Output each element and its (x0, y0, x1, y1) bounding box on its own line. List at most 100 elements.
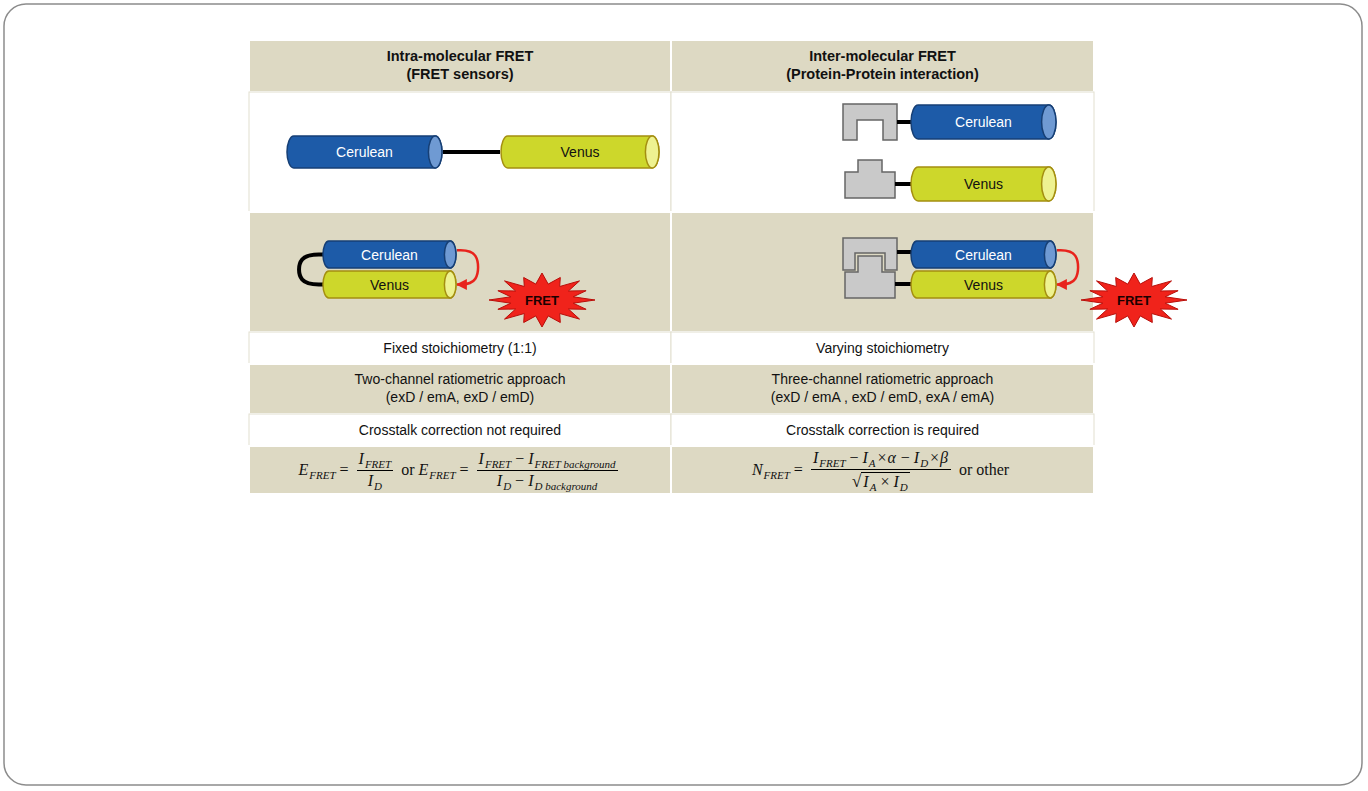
formula-subscript: FRET (309, 469, 335, 481)
fraction-bar (477, 470, 618, 471)
formula: EFRET=IFRETIDorEFRET=IFRET−IFRET backgro… (249, 446, 671, 494)
formula-symbol: I (914, 450, 919, 466)
cylinder-body (911, 167, 1056, 201)
linker (895, 282, 911, 286)
formula-term: EFRET (298, 461, 335, 479)
fraction-bar (811, 469, 951, 470)
fret-arrow (1057, 250, 1078, 284)
venus-cylinder: Venus (322, 270, 457, 299)
protein-name: Venus (370, 277, 409, 293)
table-cell (671, 414, 1094, 446)
formula-term: EFRET (419, 461, 456, 479)
fret-starburst: FRET (488, 272, 596, 328)
table-cell (671, 92, 1094, 212)
fret-label: FRET (525, 293, 559, 308)
linker (897, 250, 911, 254)
cylinder-cap (1044, 271, 1056, 298)
formula-operator: − (850, 450, 859, 466)
formula-root: √IA×ID (852, 472, 910, 491)
formula-symbol: I (497, 473, 502, 489)
linker (299, 255, 323, 285)
formula-fraction: IFRETID (357, 451, 394, 490)
fret-arrow (457, 250, 478, 284)
formula-symbol: I (863, 450, 868, 466)
formula-subscript: D (900, 479, 908, 495)
formula-symbol: N (752, 461, 763, 479)
formula-term: IFRET (813, 450, 846, 467)
table-cell (671, 364, 1094, 414)
formula-symbol: I (813, 450, 818, 466)
table-cell (249, 332, 671, 364)
formula-fraction: IFRET−IA×α−ID×β√IA×ID (811, 450, 951, 491)
table-cell-text: Crosstalk correction is required (671, 422, 1094, 439)
formula-term: ID (497, 473, 511, 490)
linker (897, 120, 911, 124)
protein-name: Cerulean (336, 144, 393, 160)
column-subheading: (Protein-Protein interaction) (671, 66, 1094, 83)
table-cell (249, 414, 671, 446)
table-cell (671, 332, 1094, 364)
protein-name: Cerulean (361, 247, 418, 263)
formula-symbol: I (863, 474, 868, 490)
cerulean-cylinder: Cerulean (322, 240, 457, 269)
table-cell (671, 212, 1094, 332)
formula-symbol: I (479, 451, 484, 467)
cylinder-cap (1042, 105, 1056, 139)
binding-domain (845, 256, 895, 298)
fret-label: FRET (1117, 293, 1151, 308)
cylinder-body (287, 136, 442, 168)
formula-symbol: ×α (877, 450, 896, 466)
binding-domain (845, 160, 895, 198)
radical-sign: √ (852, 473, 861, 491)
protein-name: Cerulean (955, 114, 1012, 130)
cerulean-cylinder: Cerulean (286, 135, 443, 169)
table-cell-text: (exD / emA , exD / emD, exA / emA) (671, 389, 1094, 406)
formula-symbol: I (893, 474, 898, 490)
cylinder-body (911, 241, 1056, 268)
formula-term: ID background (528, 473, 597, 490)
formula-symbol: ×β (929, 450, 948, 466)
formula-symbol: E (419, 461, 429, 479)
formula-subscript: D (920, 455, 928, 471)
page-frame (4, 4, 1362, 785)
cylinder-cap (444, 271, 456, 298)
formula-term: IA (863, 450, 876, 467)
table-cell (249, 92, 671, 212)
header-cell (249, 40, 671, 92)
cylinder-body (323, 241, 456, 268)
formula-operator: or other (959, 461, 1009, 479)
cylinder-cap (645, 136, 659, 168)
formula-subscript: FRET background (535, 456, 616, 472)
table-cell-text: Fixed stoichiometry (1:1) (249, 340, 671, 357)
formula-operator: − (515, 473, 524, 489)
formula-term: IFRET background (528, 451, 615, 468)
formula-symbol: I (368, 473, 373, 489)
table-cell-text: Three-channel ratiometric approach (671, 371, 1094, 388)
cerulean-cylinder: Cerulean (910, 104, 1057, 140)
cylinder-cap (1042, 167, 1056, 201)
table-cell-text: Two-channel ratiometric approach (249, 371, 671, 388)
formula-subscript: FRET (485, 456, 511, 472)
linker (895, 182, 911, 186)
table-cell-text: (exD / emA, exD / emD) (249, 389, 671, 406)
protein-name: Venus (964, 176, 1003, 192)
formula-symbol: I (359, 451, 364, 467)
venus-cylinder: Venus (500, 135, 660, 169)
formula-term: IFRET (479, 451, 512, 468)
formula-operator: = (794, 461, 803, 479)
cylinder-body (323, 271, 456, 298)
formula-subscript: FRET (429, 469, 455, 481)
formula-term: ID (368, 473, 382, 490)
formula-term: IFRET (359, 451, 392, 468)
venus-cylinder: Venus (910, 270, 1057, 299)
binding-domain (843, 104, 897, 140)
formula-operator: = (460, 461, 469, 479)
table-cell (249, 364, 671, 414)
starburst-outline (489, 273, 595, 327)
column-subheading: (FRET sensors) (249, 66, 671, 83)
protein-name: Cerulean (955, 247, 1012, 263)
table-cell (249, 212, 671, 332)
formula-subscript: FRET (365, 456, 391, 472)
formula-symbol: I (528, 473, 533, 489)
